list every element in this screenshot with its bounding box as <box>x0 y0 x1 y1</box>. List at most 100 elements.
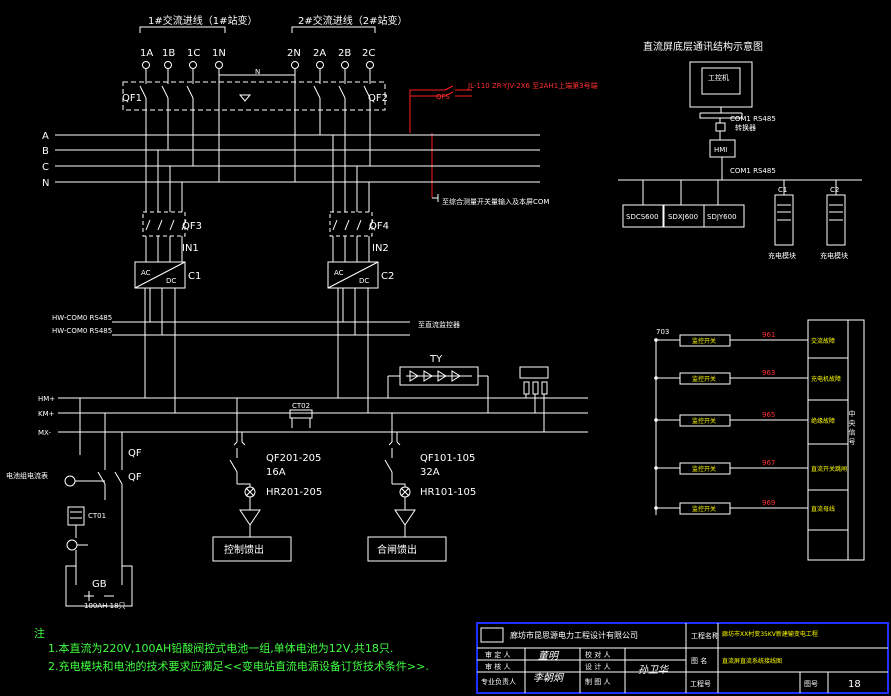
c2-label: C2 <box>381 271 394 282</box>
drawing-name: 直流屏直流系统接线图 <box>722 657 782 665</box>
device-sdcs <box>622 204 664 228</box>
module-c2: C2 <box>830 186 839 194</box>
converter-label: 转换器 <box>735 123 756 132</box>
monitor-signal-label: 交流故障 <box>811 337 835 345</box>
terminal-1A: 1A <box>140 48 153 59</box>
note-line-2: 2.充电模块和电池的技术要求应满足<<变电站直流电源设备订货技术条件>>. <box>48 659 429 673</box>
monitor-switch-label: 监控开关 <box>692 375 716 383</box>
ctrl-breaker-label: QF201-205 <box>266 453 321 464</box>
qfs-label: QFS <box>436 93 450 101</box>
terminal-1N: 1N <box>212 48 226 59</box>
monitor-signal-label: 充电机故障 <box>811 375 841 383</box>
incoming-switch-contacts <box>139 69 371 182</box>
ct02-sensor <box>289 409 313 428</box>
qf3-label: QF3 <box>182 221 202 232</box>
module-label-2: 充电模块 <box>820 251 848 260</box>
terminal-2N: 2N <box>287 48 301 59</box>
bus-C: C <box>42 162 49 173</box>
in2-label: IN2 <box>372 243 389 254</box>
c2-ac: AC <box>334 269 344 277</box>
device-sdjy <box>703 204 745 228</box>
bus-HM: HM+ <box>38 395 55 403</box>
com1-a-label: COM1 RS485 <box>730 115 776 123</box>
monitor-signal-label: 直流开关跳闸 <box>811 465 847 473</box>
rs485-line-1: HW-COM0 RS485 <box>52 314 112 322</box>
closing-output-label: 合闸馈出 <box>377 543 417 556</box>
bus-B: B <box>42 146 49 157</box>
signature-3: 孙卫华 <box>638 664 669 676</box>
c2-dc: DC <box>359 277 369 285</box>
note-line-1: 1.本直流为220V,100AH铅酸阀控式电池一组,单体电池为12V,共18只. <box>48 641 393 655</box>
ct01-label: CT01 <box>88 512 106 520</box>
c1-dc: DC <box>166 277 176 285</box>
gb-label: GB <box>92 579 107 590</box>
central-signal-label: 中 央 信 号 <box>848 409 856 446</box>
monitor-signal-label: 直流母线 <box>811 505 835 513</box>
terminal-2A: 2A <box>313 48 326 59</box>
monitor-signal-label: 绝缘故障 <box>811 417 835 425</box>
battery-qf-top: QF <box>128 448 142 459</box>
incoming-line-2: 2#交流进线（2#站变） 2N 2A 2B 2C <box>287 14 407 59</box>
terminal-1C: 1C <box>187 48 200 59</box>
breaker-box <box>122 81 386 111</box>
close-breaker-label: QF101-105 <box>420 453 475 464</box>
pc-monitor-icon <box>689 61 753 108</box>
drawing-no-label: 工程号 <box>690 679 711 688</box>
device-label-3: SDJY600 <box>707 213 737 221</box>
company-name: 廊坊市昆思源电力工程设计有限公司 <box>510 630 638 640</box>
terminal-2B: 2B <box>338 48 351 59</box>
closing-output-branch <box>367 413 447 562</box>
monitor-switch-label: 监控开关 <box>692 505 716 513</box>
monitor-switch-label: 监控开关 <box>692 417 716 425</box>
terminal-2C: 2C <box>362 48 375 59</box>
battery-qf-bottom: QF <box>128 472 142 483</box>
node-703: 703 <box>656 328 669 336</box>
monitor-code: 961 <box>762 331 775 339</box>
qf2-label: QF2 <box>368 93 388 104</box>
rectifier-branch-1 <box>134 135 187 289</box>
charge-module-1 <box>774 194 794 246</box>
notes: 注 1.本直流为220V,100AH铅酸阀控式电池一组,单体电池为12V,共18… <box>34 626 429 673</box>
c1-ac: AC <box>141 269 151 277</box>
close-lamp-label: HR101-105 <box>420 487 476 498</box>
bus-N: N <box>42 178 49 189</box>
sheet-number: 18 <box>848 679 861 690</box>
comm-title: 直流屏底层通讯结构示意图 <box>643 40 763 53</box>
qf1-label: QF1 <box>122 93 142 104</box>
neutral-mark: N <box>255 68 260 76</box>
red-cable: JL-110 ZR-YJV-2X6 至2AH1上端第3号端 QFS <box>409 81 598 198</box>
bus-meter <box>519 366 549 432</box>
ct02-label: CT02 <box>292 402 310 410</box>
sheet-label: 图号 <box>804 680 818 688</box>
in1-label: IN1 <box>182 243 199 254</box>
device-label-2: SDXJ600 <box>668 213 698 221</box>
ctrl-lamp-label: HR201-205 <box>266 487 322 498</box>
rs485-lines <box>112 288 410 413</box>
monitor-code: 963 <box>762 369 775 377</box>
dc-buses: HM+ KM+ MX- <box>38 395 588 437</box>
lead-label: 专业负责人 <box>481 677 516 686</box>
device-label-1: SDCS600 <box>626 213 659 221</box>
c1-label: C1 <box>188 271 201 282</box>
signature-1: 董明 <box>538 650 560 662</box>
hmi-label: HMI <box>714 146 727 154</box>
proofread-label: 校 对 人 <box>585 650 610 659</box>
ty-label: TY <box>429 354 443 365</box>
ty-diode-chain <box>387 366 489 413</box>
monitor-note: 至直流监控器 <box>418 320 460 329</box>
bus-KM: KM+ <box>38 410 55 418</box>
terminal-1B: 1B <box>162 48 175 59</box>
note-heading: 注 <box>34 626 45 640</box>
check-label: 审 核 人 <box>485 662 510 671</box>
charge-module-2 <box>826 194 846 246</box>
drawer-label: 制 图 人 <box>585 677 610 686</box>
incoming-line-1: 1#交流进线（1#站变） 1A 1B 1C 1N <box>139 14 257 59</box>
review-label: 审 定 人 <box>485 650 510 659</box>
bus-MX: MX- <box>38 429 51 437</box>
title-block: 廊坊市昆思源电力工程设计有限公司 工程名称 廊坊市XX村变35KV新建输变电工程… <box>476 622 889 694</box>
monitor-code: 965 <box>762 411 775 419</box>
